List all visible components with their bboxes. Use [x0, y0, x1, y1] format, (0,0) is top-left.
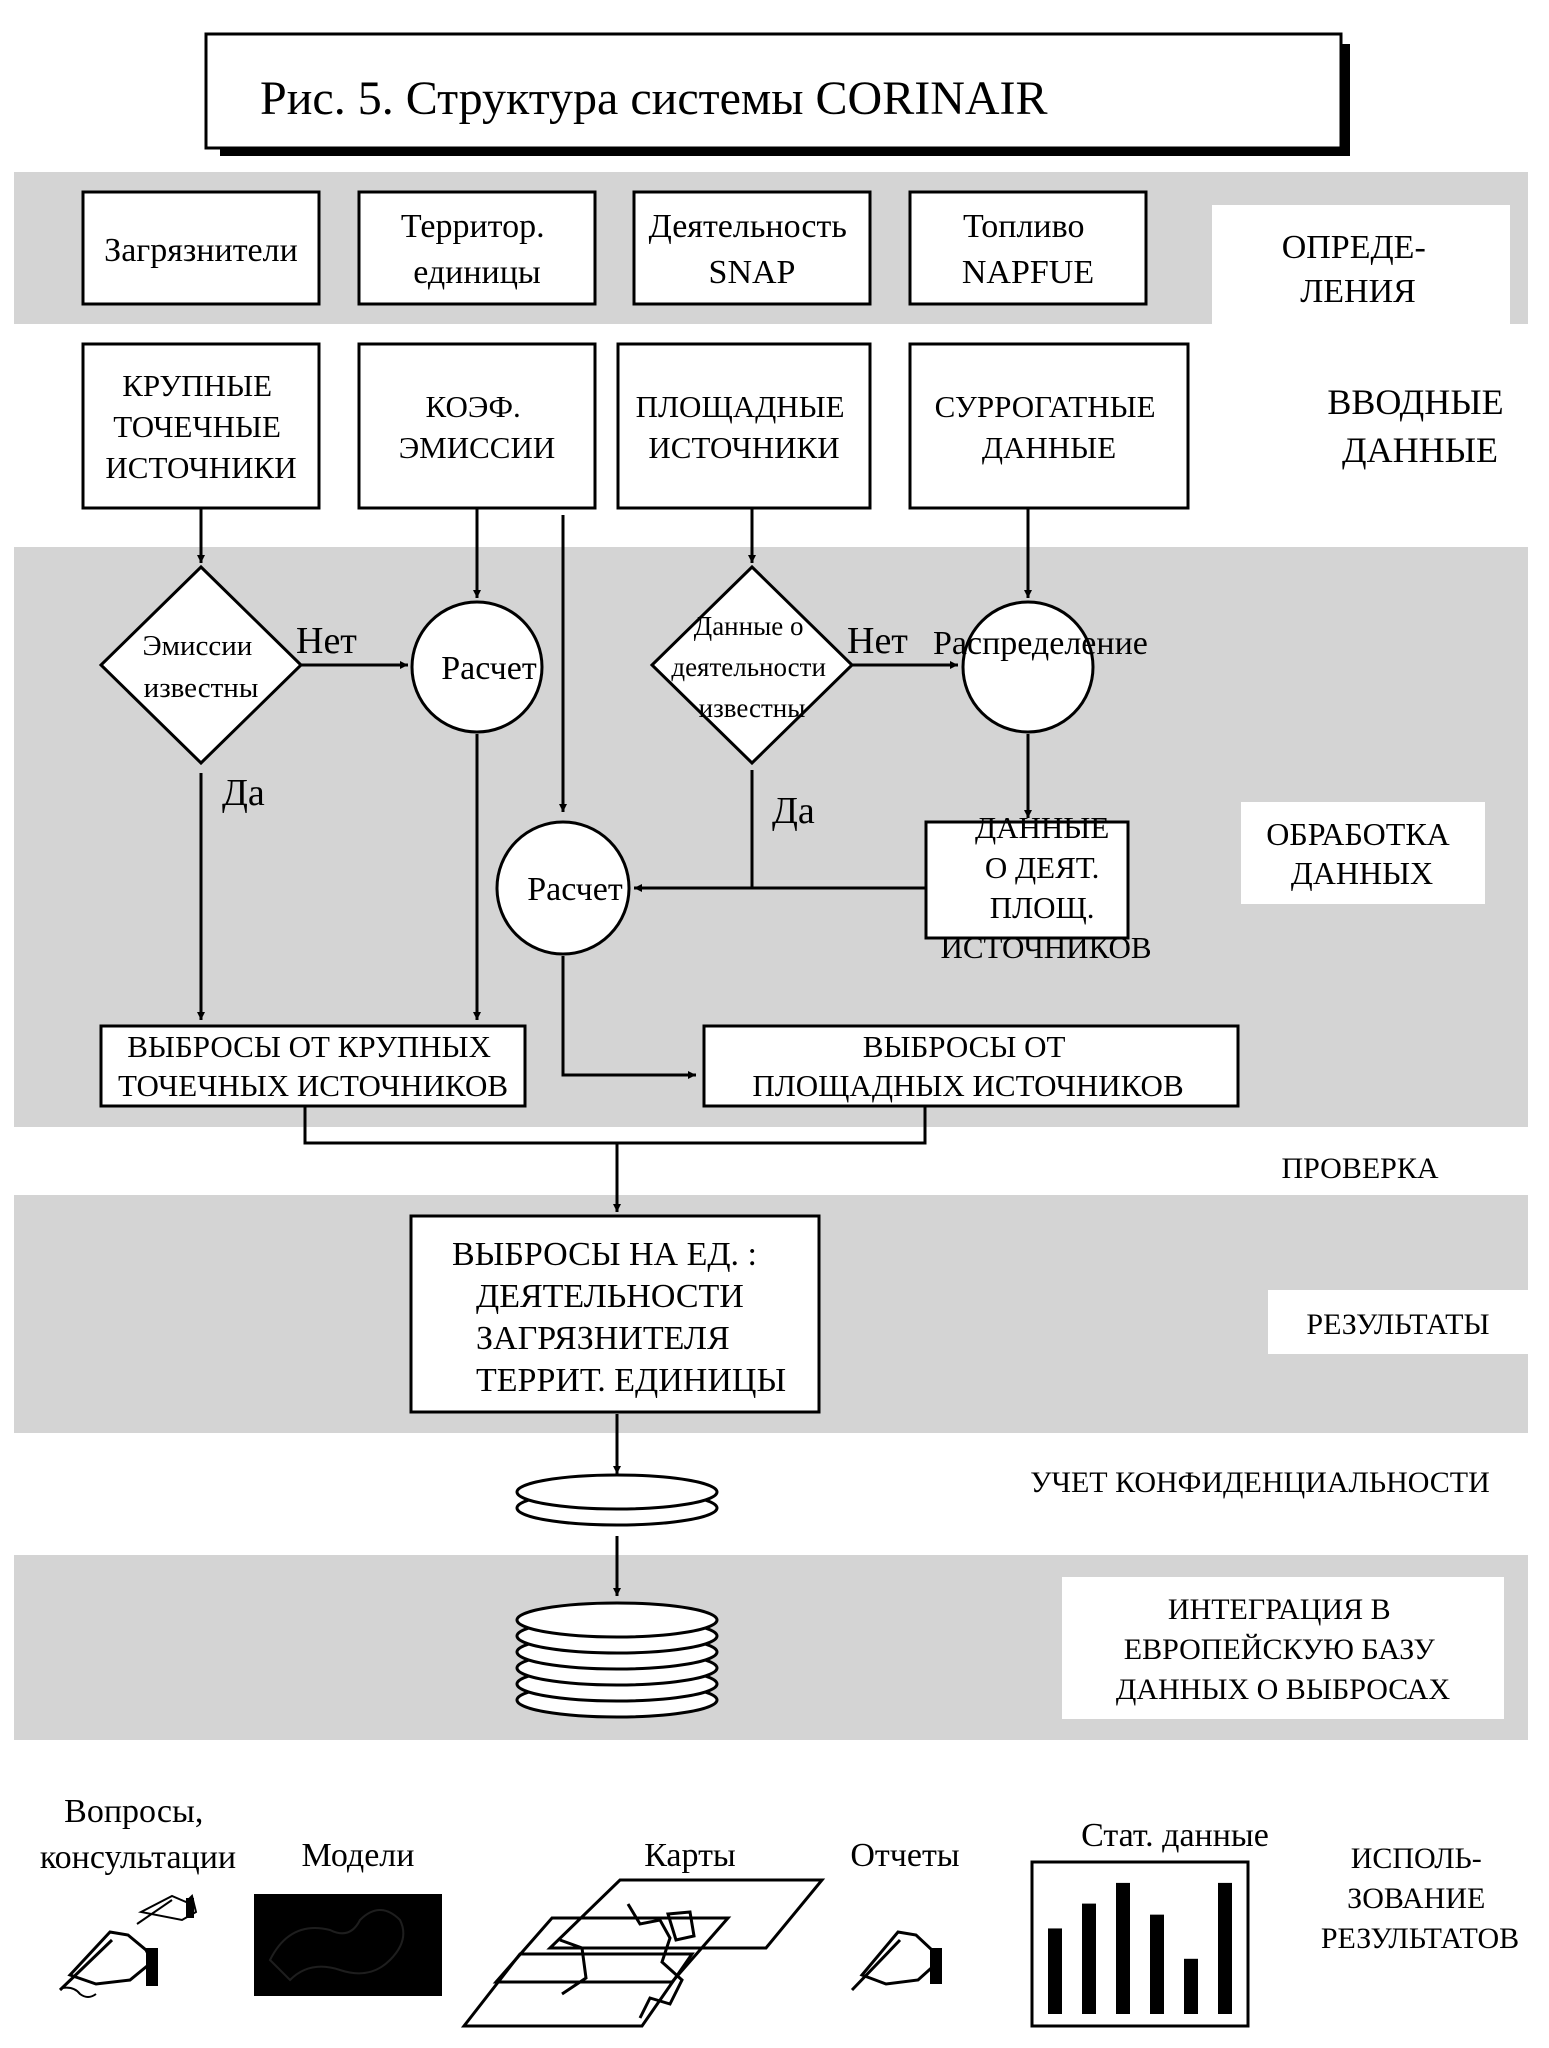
stats-bar [1048, 1928, 1062, 2014]
area-emissions-box [702, 1024, 1240, 1108]
diamond-emissions-known [98, 564, 304, 766]
writing-hand-small-icon [136, 1894, 198, 1925]
circle-distribution [961, 600, 1095, 734]
writing-hand-icon [58, 1930, 158, 1998]
label-yes-2: Да [772, 790, 815, 832]
label-bg-processing [1241, 802, 1485, 904]
section-usage: ИСПОЛЬ- ЗОВАНИЕ РЕЗУЛЬТАТОВ [1321, 1842, 1519, 1955]
map-icon [460, 1878, 826, 2028]
stats-bar [1116, 1882, 1130, 2014]
circle-calc-1-label: Расчет [441, 650, 537, 687]
section-integration: ИНТЕГРАЦИЯ В ЕВРОПЕЙСКУЮ БАЗУ ДАННЫХ О В… [1116, 1593, 1451, 1706]
usage-questions: Вопросы, консультации [40, 1793, 236, 1876]
title-box [204, 32, 1343, 150]
arrow-calc2-to-area-emissions [561, 956, 696, 1079]
label-no-2: Нет [847, 620, 908, 662]
usage-maps: Карты [644, 1837, 736, 1874]
section-definitions: ОПРЕДЕ- ЛЕНИЯ [1282, 229, 1435, 310]
label-yes-1: Да [222, 772, 265, 814]
point-emissions-label: ВЫБРОСЫ ОТ КРУПНЫХ ТОЧЕЧНЫХ ИСТОЧНИКОВ [118, 1029, 508, 1103]
input-emission-factors: КОЭФ. ЭМИССИИ [399, 389, 556, 465]
section-processing: ОБРАБОТКА ДАННЫХ [1266, 816, 1458, 891]
circle-distribution-label: Распределение [933, 625, 1148, 662]
input-emission-factors-box [357, 342, 597, 510]
section-confidentiality: УЧЕТ КОНФИДЕНЦИАЛЬНОСТИ [1030, 1466, 1490, 1499]
page-title: Рис. 5. Структура системы CORINAIR [260, 72, 1048, 125]
confidential-disk-icon [515, 1473, 719, 1527]
label-no-1: Нет [296, 620, 357, 662]
diamond-activity-known [649, 564, 855, 766]
area-activity-label: ДАННЫЕ О ДЕЯТ. ПЛОЩ. ИСТОЧНИКОВ [940, 810, 1151, 965]
def-territorial: Территор. единицы [401, 208, 553, 291]
section-results: РЕЗУЛЬТАТЫ [1306, 1308, 1489, 1341]
results-box-label: ВЫБРОСЫ НА ЕД. : ДЕЯТЕЛЬНОСТИ ЗАГРЯЗНИТЕ… [452, 1236, 786, 1399]
section-input: ВВОДНЫЕ ДАННЫЕ [1327, 382, 1512, 470]
def-pollutants-box [81, 190, 321, 306]
results-box [409, 1214, 821, 1414]
report-hand-icon [850, 1930, 942, 1992]
stats-bar [1218, 1882, 1232, 2014]
usage-reports: Отчеты [850, 1837, 959, 1874]
def-activity-box [632, 190, 872, 306]
usage-models: Модели [302, 1837, 415, 1874]
stats-bar-chart-icon [1048, 1882, 1232, 2014]
usage-stats: Стат. данные [1081, 1817, 1269, 1854]
def-fuel: Топливо NAPFUE [962, 208, 1094, 291]
def-fuel-box [908, 190, 1148, 306]
label-bg-definitions [1212, 205, 1510, 325]
circle-calc-2-label: Расчет [527, 871, 623, 908]
input-large-point: КРУПНЫЕ ТОЧЕЧНЫЕ ИСТОЧНИКИ [105, 368, 296, 485]
circle-calc-1 [410, 600, 544, 734]
input-area-sources: ПЛОЩАДНЫЕ ИСТОЧНИКИ [636, 389, 853, 465]
stats-bar [1184, 1958, 1198, 2014]
section-check: ПРОВЕРКА [1281, 1152, 1438, 1185]
point-emissions-box [99, 1024, 527, 1108]
label-bg-integration [1062, 1577, 1504, 1719]
area-emissions-label: ВЫБРОСЫ ОТ ПЛОЩАДНЫХ ИСТОЧНИКОВ [752, 1029, 1183, 1103]
merge-line [303, 1106, 927, 1145]
circle-calc-2 [495, 820, 631, 956]
diamond-activity-known-label: Данные о деятельности известны [671, 611, 832, 723]
def-activity: Деятельность SNAP [649, 208, 856, 291]
database-icon [515, 1601, 719, 1719]
stats-chart-frame [1030, 1860, 1250, 2028]
diamond-emissions-known-label: Эмиссии известны [142, 630, 259, 704]
def-pollutants: Загрязнители [104, 232, 298, 269]
label-bg-results [1268, 1290, 1528, 1354]
stats-bar [1150, 1914, 1164, 2014]
def-territorial-box [357, 190, 597, 306]
input-area-sources-box [616, 342, 872, 510]
stats-bar [1082, 1903, 1096, 2014]
input-surrogate-box [908, 342, 1190, 510]
input-surrogate: СУРРОГАТНЫЕ ДАННЫЕ [935, 389, 1164, 465]
model-image-icon [254, 1894, 442, 1996]
area-activity-box [924, 820, 1130, 940]
